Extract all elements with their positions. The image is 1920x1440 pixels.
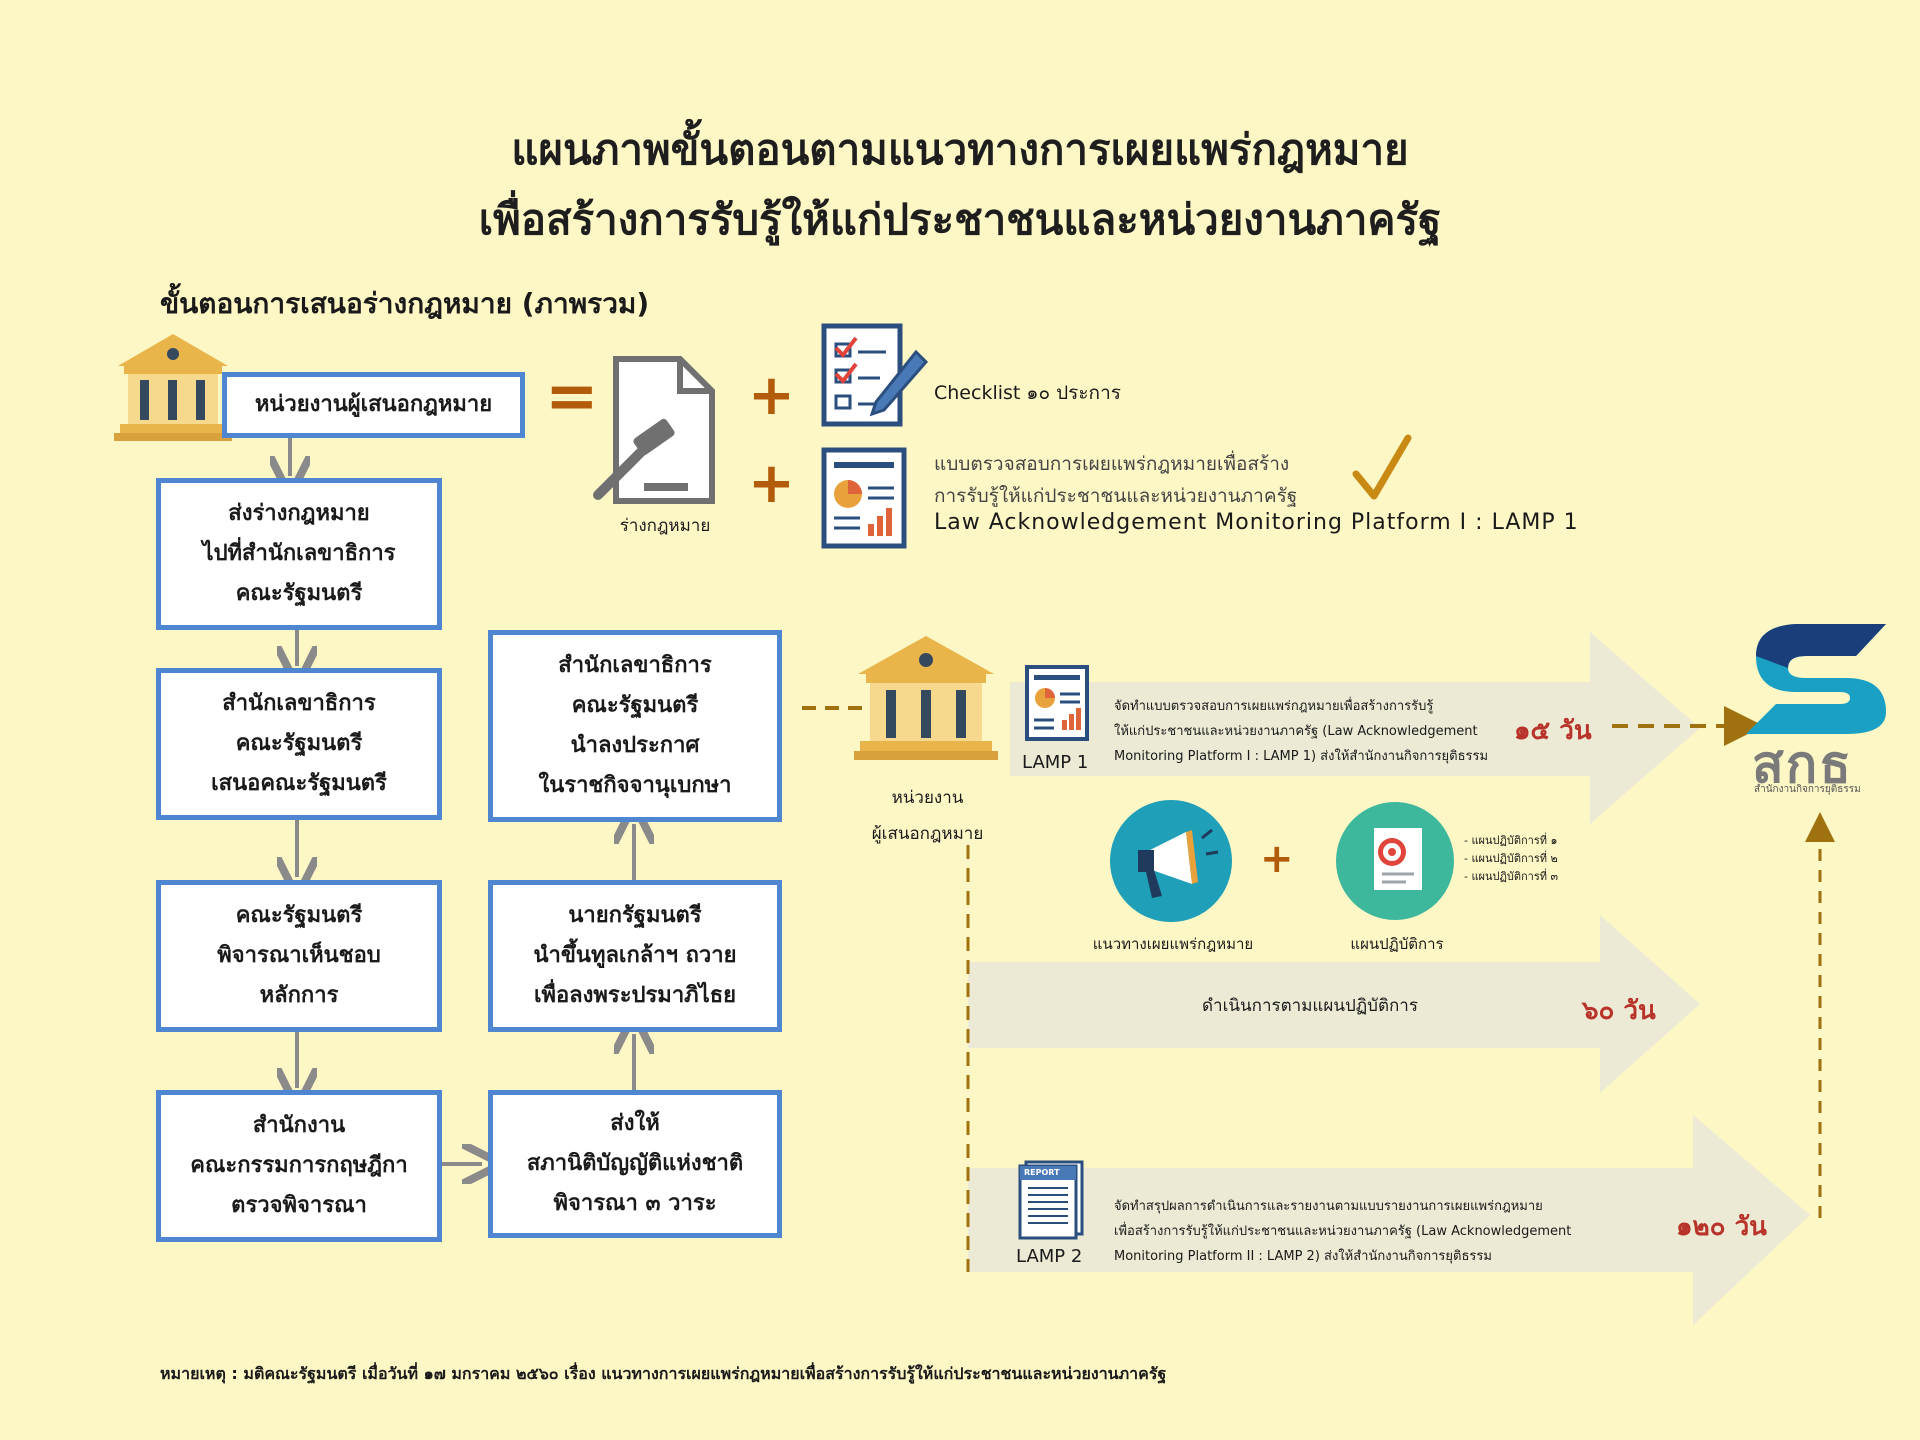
plan-item: - แผนปฏิบัติการที่ ๑	[1464, 834, 1558, 847]
step-text: สำนักงาน	[252, 1113, 346, 1138]
equals-sign: =	[545, 360, 599, 434]
lamp2-badge: LAMP 2	[1016, 1246, 1083, 1267]
section-title: ขั้นตอนการเสนอร่างกฎหมาย (ภาพรวม)	[160, 287, 650, 320]
proposer-box: หน่วยงานผู้เสนอกฎหมาย	[222, 372, 525, 438]
lamp2-days: ๑๒๐ วัน	[1676, 1212, 1767, 1242]
lamp1-english-title: Law Acknowledgement Monitoring Platform …	[934, 510, 1579, 535]
draft-law-label: ร่างกฎหมาย	[619, 516, 711, 536]
agency-label: หน่วยงาน ผู้เสนอกฎหมาย	[840, 780, 1015, 852]
step-text: ตรวจพิจารณา	[231, 1193, 367, 1218]
report-label: REPORT	[1024, 1168, 1060, 1177]
step-text: สภานิติบัญญัติแห่งชาติ	[526, 1151, 744, 1176]
lamp1-badge: LAMP 1	[1022, 752, 1089, 773]
plan-label: แผนปฏิบัติการ	[1350, 935, 1444, 953]
agency-label-line: หน่วยงาน	[891, 788, 964, 808]
draft-law-document-icon	[593, 356, 715, 504]
step-text: เพื่อลงพระปรมาภิไธย	[533, 983, 737, 1008]
plan-items: - แผนปฏิบัติการที่ ๑ - แผนปฏิบัติการที่ …	[1464, 832, 1558, 886]
step-text: ส่งให้	[610, 1111, 660, 1136]
step-text: หลักการ	[259, 983, 339, 1008]
government-building-icon	[114, 334, 232, 441]
step-text: นำขึ้นทูลเกล้าฯ ถวาย	[533, 943, 737, 968]
page-title-line2: เพื่อสร้างการรับรู้ให้แก่ประชาชนและหน่วย…	[478, 195, 1442, 244]
report-icon	[1018, 1160, 1084, 1240]
step-text: เสนอคณะรัฐมนตรี	[211, 771, 387, 796]
lamp1-days: ๑๕ วัน	[1514, 716, 1592, 746]
lamp2-description: จัดทำสรุปผลการดำเนินการและรายงานตามแบบรา…	[1114, 1194, 1571, 1269]
proposer-label: หน่วยงานผู้เสนอกฎหมาย	[254, 392, 493, 417]
lamp2-text-line: เพื่อสร้างการรับรู้ให้แก่ประชาชนและหน่วย…	[1114, 1224, 1572, 1239]
step-text: พิจารณา ๓ วาระ	[553, 1191, 717, 1216]
step-text: สำนักเลขาธิการ	[558, 653, 712, 678]
lamp1-report-icon	[1025, 665, 1089, 741]
plus-sign: +	[748, 451, 795, 516]
step-text: นำลงประกาศ	[570, 733, 700, 758]
plus-sign: +	[1260, 836, 1294, 882]
step-text: ส่งร่างกฎหมาย	[228, 501, 370, 526]
oja-logo-text: สกธ	[1752, 735, 1853, 795]
execute-text: ดำเนินการตามแผนปฏิบัติการ	[1202, 996, 1418, 1016]
lamp2-text-line: จัดทำสรุปผลการดำเนินการและรายงานตามแบบรา…	[1114, 1199, 1543, 1214]
step-prime-minister: นายกรัฐมนตรี นำขึ้นทูลเกล้าฯ ถวาย เพื่อล…	[488, 880, 782, 1032]
step-cabinet-approve: คณะรัฐมนตรี พิจารณาเห็นชอบ หลักการ	[156, 880, 442, 1032]
lamp1-text-line: จัดทำแบบตรวจสอบการเผยแพร่กฎหมายเพื่อสร้า…	[1114, 699, 1434, 714]
checklist-icon	[821, 323, 929, 427]
form-text-line: แบบตรวจสอบการเผยแพร่กฎหมายเพื่อสร้าง	[934, 453, 1290, 475]
arrow-lamp1	[1010, 632, 1700, 824]
agency-building-icon	[854, 636, 998, 760]
step-text: พิจารณาเห็นชอบ	[217, 943, 381, 968]
step-text: คณะรัฐมนตรี	[235, 581, 363, 606]
step-submit-draft: ส่งร่างกฎหมาย ไปที่สำนักเลขาธิการ คณะรัฐ…	[156, 478, 442, 630]
megaphone-icon	[1110, 800, 1232, 922]
step-text: คณะรัฐมนตรี	[235, 903, 363, 928]
lamp1-text-line: Monitoring Platform I : LAMP 1) ส่งให้สำ…	[1114, 749, 1489, 764]
execute-days: ๖๐ วัน	[1582, 996, 1656, 1026]
agency-label-line: ผู้เสนอกฎหมาย	[871, 824, 984, 844]
oja-logo-icon	[1746, 624, 1886, 734]
plan-item: - แผนปฏิบัติการที่ ๓	[1464, 870, 1559, 883]
step-legislative-assembly: ส่งให้ สภานิติบัญญัติแห่งชาติ พิจารณา ๓ …	[488, 1090, 782, 1238]
arrow-lamp2	[968, 1115, 1810, 1325]
guide-label: แนวทางเผยแพร่กฎหมาย	[1092, 935, 1254, 953]
step-royal-gazette: สำนักเลขาธิการ คณะรัฐมนตรี นำลงประกาศ ใน…	[488, 630, 782, 822]
form-description: แบบตรวจสอบการเผยแพร่กฎหมายเพื่อสร้าง การ…	[934, 448, 1297, 512]
action-plan-icon	[1336, 802, 1454, 920]
plus-sign: +	[748, 363, 795, 428]
form-report-icon	[821, 447, 907, 549]
step-text: คณะรัฐมนตรี	[235, 731, 363, 756]
form-text-line: การรับรู้ให้แก่ประชาชนและหน่วยงานภาครัฐ	[934, 485, 1298, 507]
footnote: หมายเหตุ : มติคณะรัฐมนตรี เมื่อวันที่ ๑๗…	[160, 1364, 1167, 1383]
step-text: สำนักเลขาธิการ	[222, 691, 376, 716]
page-title-line1: แผนภาพขั้นตอนตามแนวทางการเผยแพร่กฎหมาย	[511, 125, 1409, 174]
step-text: นายกรัฐมนตรี	[568, 903, 702, 928]
arrow-execute	[968, 915, 1700, 1093]
step-secretariat-propose: สำนักเลขาธิการ คณะรัฐมนตรี เสนอคณะรัฐมนต…	[156, 668, 442, 820]
checklist-text: Checklist ๑๐ ประการ	[934, 382, 1121, 404]
plan-item: - แผนปฏิบัติการที่ ๒	[1464, 852, 1558, 865]
step-text: คณะกรรมการกฤษฎีกา	[190, 1153, 408, 1178]
lamp2-text-line: Monitoring Platform II : LAMP 2) ส่งให้ส…	[1114, 1249, 1492, 1264]
lamp1-description: จัดทำแบบตรวจสอบการเผยแพร่กฎหมายเพื่อสร้า…	[1114, 694, 1488, 769]
step-text: ในราชกิจจานุเบกษา	[538, 773, 732, 798]
step-text: ไปที่สำนักเลขาธิการ	[202, 541, 396, 566]
step-text: คณะรัฐมนตรี	[571, 693, 699, 718]
oja-logo-subtitle: สำนักงานกิจการยุติธรรม	[1754, 784, 1861, 795]
step-council-of-state: สำนักงาน คณะกรรมการกฤษฎีกา ตรวจพิจารณา	[156, 1090, 442, 1242]
checkmark-icon	[1352, 434, 1412, 500]
lamp1-text-line: ให้แก่ประชาชนและหน่วยงานภาครัฐ (Law Ackn…	[1114, 724, 1478, 739]
